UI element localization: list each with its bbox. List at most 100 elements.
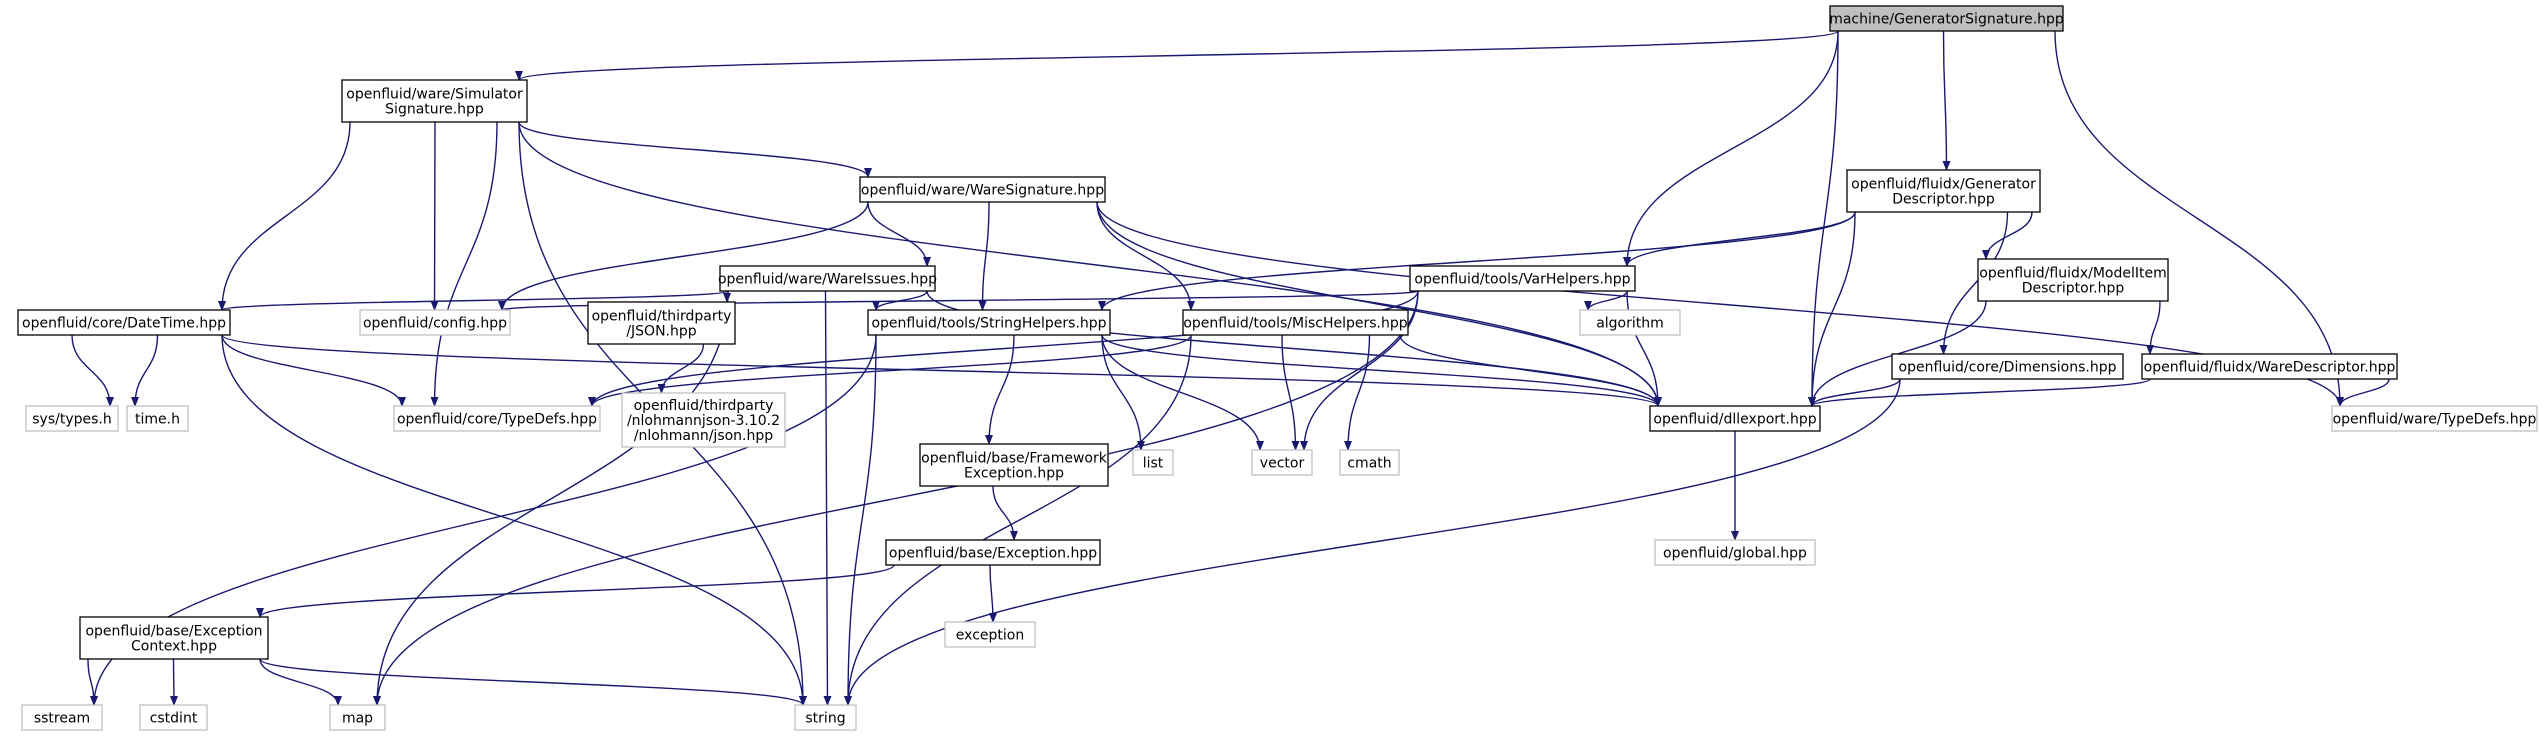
node-sys-types-h: sys/types.h <box>25 405 119 432</box>
edge-openfluid-ware-waresignature-hpp-to-openfluid-config-hpp <box>498 201 869 311</box>
node-map: map <box>329 704 386 731</box>
node-openfluid-base-exception-hpp-box <box>885 539 1101 566</box>
node-openfluid-fluidx-waredescriptor-hpp-label-line-1: openfluid/fluidx/WareDescriptor.hpp <box>2144 360 2396 376</box>
node-list-box <box>1132 449 1174 476</box>
node-openfluid-core-typedefs-hpp-box <box>393 405 601 432</box>
edge-openfluid-fluidx-generatordescriptor-hpp-to-openfluid-fluidx-modelitemdescriptor-hpp <box>1982 211 2033 260</box>
node-string: string <box>794 704 857 731</box>
node-openfluid-thirdparty-json-hpp[interactable]: openfluid/thirdparty/JSON.hpp <box>587 301 736 345</box>
node-openfluid-ware-wareissues-hpp-label-line-1: openfluid/ware/WareIssues.hpp <box>718 272 937 288</box>
node-machine-generatorsignature-hpp-box <box>1829 5 2064 32</box>
node-openfluid-base-exception-hpp[interactable]: openfluid/base/Exception.hpp <box>885 539 1101 566</box>
node-openfluid-tools-stringhelpers-hpp-box <box>867 309 1111 336</box>
node-openfluid-thirdparty-json-hpp-label-line-1: openfluid/thirdparty <box>592 309 732 325</box>
node-openfluid-tools-varhelpers-hpp-box <box>1409 265 1636 292</box>
edge-openfluid-base-exceptioncontext-hpp-to-cstdint <box>169 658 178 706</box>
node-exception: exception <box>944 621 1036 648</box>
node-openfluid-thirdparty-nlohmannjson-3-10-2-nlohmann-json-hpp-label-line-1: openfluid/thirdparty <box>634 398 774 414</box>
node-openfluid-base-frameworkexception-hpp-label-line-2: Exception.hpp <box>964 466 1064 482</box>
node-openfluid-global-hpp-label-line-1: openfluid/global.hpp <box>1663 546 1807 562</box>
node-openfluid-ware-waresignature-hpp-label-line-1: openfluid/ware/WareSignature.hpp <box>861 183 1104 199</box>
edge-openfluid-core-datetime-hpp-to-sys-types-h <box>71 334 114 407</box>
node-openfluid-thirdparty-json-hpp-box <box>587 301 736 345</box>
edge-openfluid-fluidx-generatordescriptor-hpp-to-openfluid-dllexport-hpp <box>1808 211 1856 407</box>
edge-machine-generatorsignature-hpp-to-openfluid-ware-typedefs-hpp <box>2054 30 2344 407</box>
node-algorithm-box <box>1579 309 1681 336</box>
node-algorithm-label-line-1: algorithm <box>1596 316 1664 332</box>
edge-openfluid-ware-simulatorsignature-hpp-to-openfluid-ware-waresignature-hpp <box>518 121 872 178</box>
edge-openfluid-tools-varhelpers-hpp-to-openfluid-dllexport-hpp <box>1626 290 1662 407</box>
node-openfluid-ware-typedefs-hpp: openfluid/ware/TypeDefs.hpp <box>2331 405 2538 432</box>
node-openfluid-ware-simulatorsignature-hpp-box <box>341 79 528 123</box>
node-openfluid-core-datetime-hpp-box <box>17 309 231 336</box>
node-list: list <box>1132 449 1174 476</box>
node-map-box <box>329 704 386 731</box>
edge-openfluid-tools-mischelpers-hpp-to-string <box>844 334 1192 706</box>
edge-openfluid-tools-mischelpers-hpp-to-cmath <box>1344 334 1371 451</box>
node-openfluid-core-dimensions-hpp[interactable]: openfluid/core/Dimensions.hpp <box>1891 353 2124 380</box>
node-openfluid-core-dimensions-hpp-label-line-1: openfluid/core/Dimensions.hpp <box>1899 360 2117 376</box>
node-openfluid-tools-stringhelpers-hpp-label-line-1: openfluid/tools/StringHelpers.hpp <box>871 316 1106 332</box>
node-openfluid-fluidx-modelitemdescriptor-hpp-label-line-2: Descriptor.hpp <box>2022 281 2125 297</box>
node-openfluid-fluidx-waredescriptor-hpp-box <box>2141 353 2398 380</box>
edge-machine-generatorsignature-hpp-to-openfluid-tools-varhelpers-hpp <box>1623 30 1839 267</box>
node-string-box <box>794 704 857 731</box>
node-openfluid-fluidx-generatordescriptor-hpp-label-line-2: Descriptor.hpp <box>1892 192 1995 208</box>
node-time-h: time.h <box>126 405 189 432</box>
node-cstdint-box <box>139 704 208 731</box>
edge-openfluid-tools-varhelpers-hpp-to-algorithm <box>1584 290 1628 311</box>
nodes-layer: machine/GeneratorSignature.hpp openfluid/… <box>17 5 2538 731</box>
node-cmath-label-line-1: cmath <box>1347 456 1391 472</box>
edge-openfluid-core-datetime-hpp-to-time-h <box>131 334 159 407</box>
node-time-h-label-line-1: time.h <box>135 412 180 428</box>
node-openfluid-ware-wareissues-hpp-box <box>719 265 936 292</box>
node-openfluid-core-datetime-hpp[interactable]: openfluid/core/DateTime.hpp <box>17 309 231 336</box>
edge-openfluid-fluidx-generatordescriptor-hpp-to-openfluid-core-dimensions-hpp <box>1939 211 2009 355</box>
node-machine-generatorsignature-hpp[interactable]: machine/GeneratorSignature.hpp <box>1829 5 2064 32</box>
node-sys-types-h-label-line-1: sys/types.h <box>32 412 111 428</box>
edge-openfluid-tools-stringhelpers-hpp-to-string <box>844 334 877 706</box>
edge-machine-generatorsignature-hpp-to-openfluid-dllexport-hpp <box>1808 30 1839 407</box>
edge-openfluid-ware-wareissues-hpp-to-openfluid-dllexport-hpp <box>926 290 1662 407</box>
node-openfluid-tools-stringhelpers-hpp[interactable]: openfluid/tools/StringHelpers.hpp <box>867 309 1111 336</box>
edge-openfluid-tools-stringhelpers-hpp-to-openfluid-base-frameworkexception-hpp <box>985 334 1015 445</box>
edge-openfluid-core-datetime-hpp-to-string <box>221 334 807 706</box>
node-openfluid-tools-varhelpers-hpp[interactable]: openfluid/tools/VarHelpers.hpp <box>1409 265 1636 292</box>
node-openfluid-tools-varhelpers-hpp-label-line-1: openfluid/tools/VarHelpers.hpp <box>1414 272 1630 288</box>
edge-openfluid-ware-waresignature-hpp-to-openfluid-tools-stringhelpers-hpp <box>978 201 990 311</box>
node-openfluid-thirdparty-json-hpp-label-line-2: /JSON.hpp <box>626 324 696 340</box>
node-openfluid-ware-waresignature-hpp[interactable]: openfluid/ware/WareSignature.hpp <box>859 176 1106 203</box>
edge-openfluid-fluidx-waredescriptor-hpp-to-openfluid-dllexport-hpp <box>1808 378 2151 407</box>
node-openfluid-ware-waresignature-hpp-box <box>859 176 1106 203</box>
node-openfluid-ware-typedefs-hpp-label-line-1: openfluid/ware/TypeDefs.hpp <box>2333 412 2537 428</box>
node-cstdint-label-line-1: cstdint <box>150 711 198 727</box>
edge-openfluid-ware-wareissues-hpp-to-map <box>373 290 729 706</box>
edge-openfluid-base-exceptioncontext-hpp-to-string <box>259 658 807 706</box>
edge-openfluid-base-exceptioncontext-hpp-to-sstream <box>87 658 98 706</box>
node-openfluid-ware-wareissues-hpp[interactable]: openfluid/ware/WareIssues.hpp <box>718 265 937 292</box>
node-openfluid-global-hpp: openfluid/global.hpp <box>1654 539 1816 566</box>
edge-openfluid-ware-wareissues-hpp-to-string <box>823 290 832 706</box>
node-openfluid-fluidx-modelitemdescriptor-hpp-label-line-1: openfluid/fluidx/ModelItem <box>1979 266 2167 282</box>
node-openfluid-dllexport-hpp[interactable]: openfluid/dllexport.hpp <box>1649 405 1821 432</box>
edge-openfluid-tools-varhelpers-hpp-to-vector <box>1300 290 1419 451</box>
node-vector: vector <box>1251 449 1313 476</box>
node-sstream-box <box>21 704 103 731</box>
node-openfluid-tools-mischelpers-hpp[interactable]: openfluid/tools/MiscHelpers.hpp <box>1182 309 1409 336</box>
node-openfluid-ware-simulatorsignature-hpp-label-line-2: Signature.hpp <box>385 102 484 118</box>
node-openfluid-fluidx-waredescriptor-hpp[interactable]: openfluid/fluidx/WareDescriptor.hpp <box>2141 353 2398 380</box>
node-exception-box <box>944 621 1036 648</box>
node-openfluid-config-hpp-box <box>359 309 511 336</box>
node-openfluid-ware-typedefs-hpp-box <box>2331 405 2538 432</box>
node-openfluid-ware-simulatorsignature-hpp-label-line-1: openfluid/ware/Simulator <box>346 87 523 103</box>
edge-openfluid-ware-waresignature-hpp-to-openfluid-dllexport-hpp <box>1096 201 1662 407</box>
edge-openfluid-tools-mischelpers-hpp-to-openfluid-dllexport-hpp <box>1399 334 1662 407</box>
edge-openfluid-fluidx-generatordescriptor-hpp-to-openfluid-tools-varhelpers-hpp <box>1623 211 1856 267</box>
node-openfluid-core-datetime-hpp-label-line-1: openfluid/core/DateTime.hpp <box>22 316 226 332</box>
